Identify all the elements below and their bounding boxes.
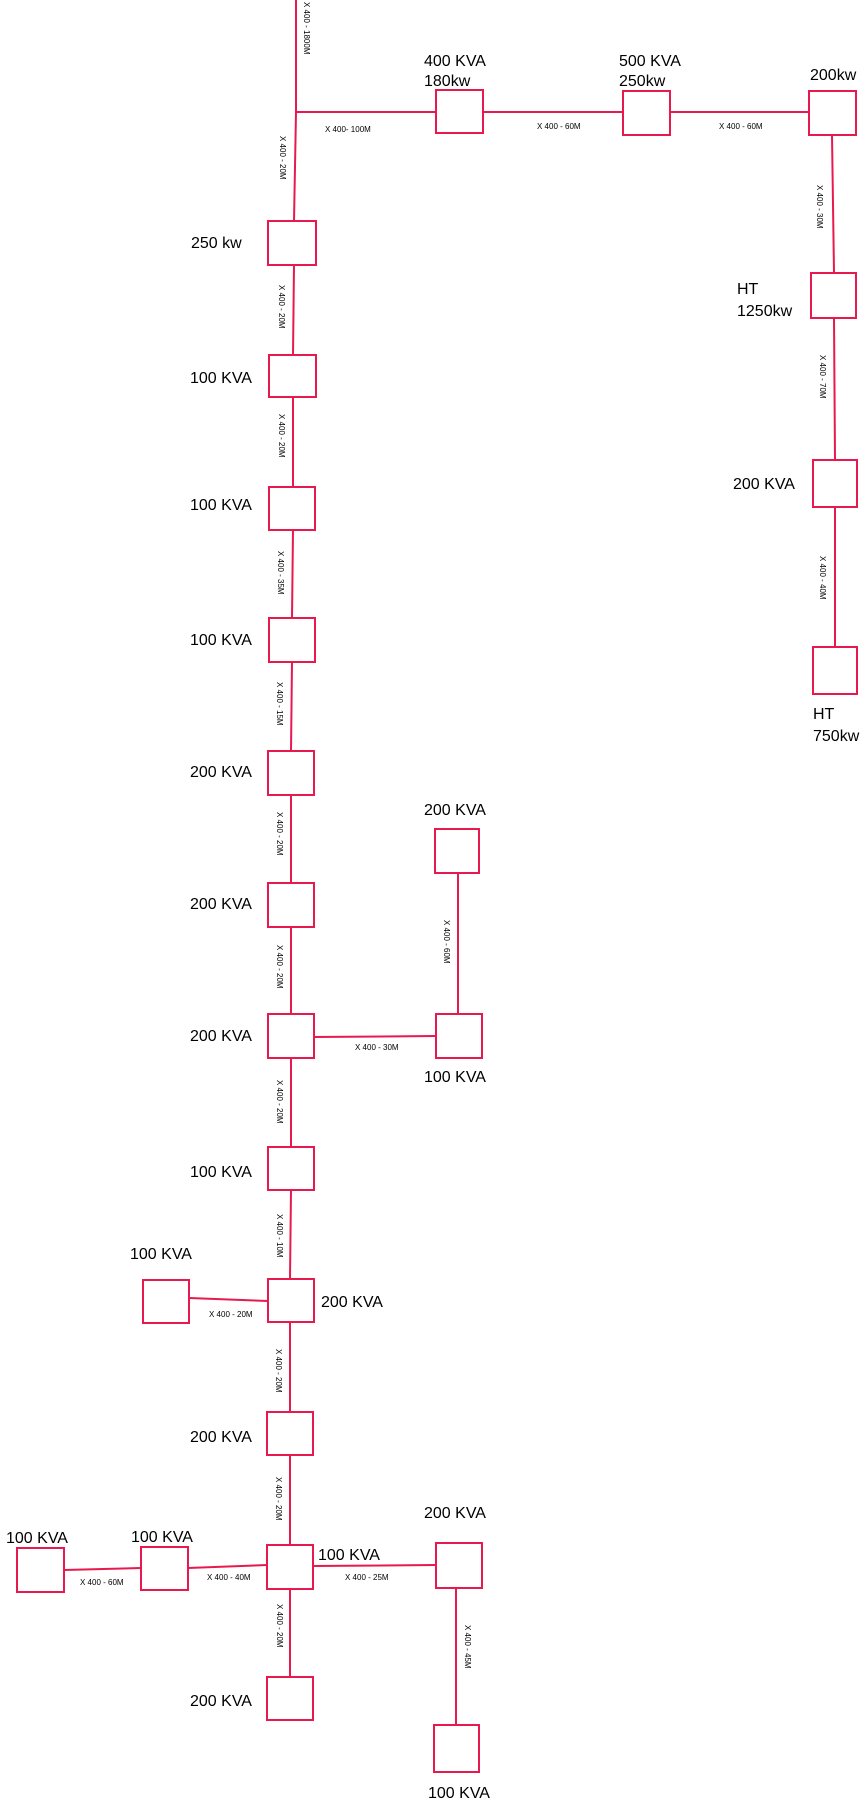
- node-label: 400 KVA: [424, 53, 486, 70]
- cable-label: X 400 - 70M: [818, 355, 827, 399]
- cable-lines: [63, 0, 836, 1725]
- node-label: 100 KVA: [190, 370, 252, 387]
- cable-line: [188, 1297, 269, 1302]
- cable-label: X 400 - 60M: [80, 1578, 124, 1587]
- node-box-500kva: [622, 90, 671, 136]
- node-label: 100 KVA: [6, 1530, 68, 1547]
- cable-label: X 400 - 30M: [355, 1043, 399, 1052]
- node-label: 200 KVA: [733, 476, 795, 493]
- cable-label: X 400 - 30M: [815, 185, 824, 229]
- node-label: HT: [737, 281, 759, 298]
- node-label: 200 KVA: [190, 1429, 252, 1446]
- cable-line: [187, 1564, 268, 1569]
- node-label: 200 KVA: [424, 1505, 486, 1522]
- cable-label: X 400 - 20M: [275, 945, 284, 989]
- node-label: HT: [813, 706, 835, 723]
- node-label: 200 KVA: [190, 764, 252, 781]
- node-labels: 400 KVA 180kw 500 KVA 250kw 200kw HT 125…: [6, 53, 860, 1802]
- node-label: 200kw: [810, 67, 857, 84]
- node-label: 200 KVA: [424, 802, 486, 819]
- node-box-m9: [266, 1411, 314, 1456]
- cable-line: [831, 134, 835, 274]
- cable-label: X 400 - 60M: [719, 122, 763, 131]
- cable-label: X 400 - 40M: [207, 1573, 251, 1582]
- cable-line: [313, 1035, 437, 1038]
- cable-label: X 400 - 20M: [275, 1080, 284, 1124]
- cable-label: X 400 - 20M: [277, 285, 286, 329]
- node-label: 100 KVA: [428, 1785, 490, 1802]
- node-box-200kva-right: [812, 459, 858, 508]
- node-label: 200 KVA: [190, 896, 252, 913]
- cable-label: X 400 - 20M: [275, 812, 284, 856]
- cable-line: [290, 661, 293, 752]
- node-box-m8: [267, 1278, 315, 1323]
- cable-label: X 400 - 60M: [537, 122, 581, 131]
- node-box-ht-750kw: [812, 646, 858, 695]
- cable-line: [289, 1189, 292, 1280]
- node-box-m6: [267, 1013, 315, 1059]
- node-box-r2: [433, 1724, 480, 1773]
- node-label: 200 KVA: [190, 1028, 252, 1045]
- node-box-m11: [266, 1676, 314, 1721]
- cable-label: X 400 - 35M: [276, 551, 285, 595]
- node-label: 200 KVA: [321, 1294, 383, 1311]
- node-label: 100 KVA: [318, 1547, 380, 1564]
- node-label: 1250kw: [737, 303, 793, 320]
- cable-label: X 400 - 1800M: [302, 2, 311, 55]
- node-box-200kw: [808, 90, 857, 136]
- node-box-250kw: [267, 220, 317, 266]
- cable-label: X 400- 100M: [325, 125, 371, 134]
- node-label: 100 KVA: [190, 632, 252, 649]
- cable-line: [312, 1564, 437, 1567]
- cable-label: X 400 - 25M: [345, 1573, 389, 1582]
- node-box-b1-mid: [435, 1013, 483, 1059]
- node-label: 100 KVA: [424, 1069, 486, 1086]
- cable-label: X 400 - 40M: [818, 556, 827, 600]
- cable-line: [63, 1567, 142, 1571]
- node-label: 500 KVA: [619, 53, 681, 70]
- node-box-m10: [266, 1544, 314, 1590]
- cable-label: X 400 - 20M: [274, 1349, 283, 1393]
- cable-label: X 400 - 60M: [442, 920, 451, 964]
- node-label: 200 KVA: [190, 1693, 252, 1710]
- node-box-m5: [267, 882, 315, 928]
- cable-labels: X 400 - 1800M X 400- 100M X 400 - 60M X …: [80, 2, 827, 1669]
- cable-label: X 400 - 20M: [277, 414, 286, 458]
- cable-line: [292, 264, 295, 356]
- node-box-m7: [267, 1146, 315, 1191]
- cable-line: [291, 529, 294, 619]
- node-label: 180kw: [424, 73, 471, 90]
- node-box-b1-top: [434, 828, 480, 874]
- node-box-ht-1250kw: [810, 272, 857, 319]
- node-label: 100 KVA: [190, 497, 252, 514]
- node-box-bl: [142, 1279, 190, 1324]
- cable-label: X 400 - 45M: [463, 1625, 472, 1669]
- cable-line: [833, 317, 836, 461]
- node-box-400kva: [435, 89, 484, 134]
- node-box-m1: [268, 354, 317, 398]
- cable-label: X 400 - 20M: [278, 136, 287, 180]
- cable-label: X 400 - 15M: [275, 682, 284, 726]
- node-label: 750kw: [813, 728, 860, 745]
- node-box-l2: [140, 1546, 189, 1591]
- cable-label: X 400 - 20M: [274, 1477, 283, 1521]
- node-label: 250 kw: [191, 235, 242, 252]
- cable-label: X 400 - 20M: [275, 1604, 284, 1648]
- node-box-m4: [267, 750, 315, 796]
- node-box-m2: [268, 486, 316, 531]
- node-box-m3: [268, 617, 316, 663]
- node-label: 250kw: [619, 73, 666, 90]
- node-boxes: [16, 89, 858, 1773]
- node-label: 100 KVA: [131, 1529, 193, 1546]
- cable-label: X 400 - 10M: [275, 1214, 284, 1258]
- node-box-r1: [435, 1542, 483, 1589]
- cable-line: [293, 111, 297, 222]
- node-label: 100 KVA: [190, 1164, 252, 1181]
- cable-label: X 400 - 20M: [209, 1310, 253, 1319]
- node-box-l1: [16, 1547, 65, 1593]
- node-label: 100 KVA: [130, 1246, 192, 1263]
